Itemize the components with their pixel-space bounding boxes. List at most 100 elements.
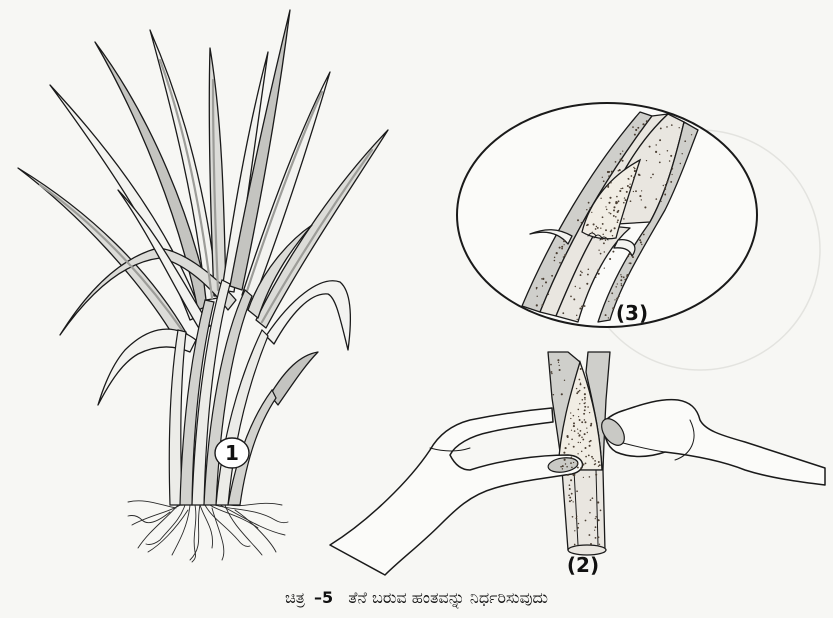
- stipple-dot: [616, 298, 618, 300]
- stipple-dot: [655, 198, 657, 200]
- stipple-dot: [600, 198, 601, 199]
- stipple-dot: [579, 419, 581, 421]
- stipple-dot: [612, 307, 614, 309]
- stipple-dot: [631, 175, 633, 177]
- stipple-dot: [566, 466, 568, 468]
- stipple-dot: [620, 153, 622, 155]
- stipple-dot: [624, 197, 625, 198]
- stipple-dot: [536, 304, 538, 306]
- stipple-dot: [604, 267, 605, 268]
- stipple-dot: [571, 500, 572, 501]
- stipple-dot: [634, 134, 636, 136]
- stipple-dot: [646, 160, 647, 161]
- stipple-dot: [597, 501, 599, 503]
- stipple-dot: [581, 421, 583, 423]
- stipple-dot: [592, 232, 593, 233]
- stipple-dot: [621, 276, 623, 278]
- stipple-dot: [579, 434, 581, 436]
- stipple-dot: [611, 171, 613, 173]
- stipple-dot: [584, 393, 586, 395]
- stipple-dot: [580, 430, 582, 432]
- stipple-dot: [641, 244, 642, 245]
- stipple-dot: [663, 185, 664, 186]
- stipple-dot: [616, 196, 618, 198]
- stipple-dot: [577, 219, 579, 221]
- stipple-dot: [589, 476, 591, 478]
- stipple-dot: [578, 442, 579, 443]
- stipple-dot: [643, 234, 645, 236]
- stipple-dot: [599, 464, 601, 466]
- stipple-dot: [603, 180, 605, 182]
- stipple-dot: [671, 124, 673, 126]
- stipple-dot: [589, 412, 590, 413]
- stipple-dot: [620, 274, 621, 275]
- stipple-dot: [569, 497, 571, 499]
- stipple-dot: [559, 247, 561, 249]
- stipple-dot: [568, 494, 570, 496]
- stipple-dot: [567, 436, 569, 438]
- stipple-dot: [610, 182, 612, 184]
- stipple-dot: [608, 185, 609, 186]
- stipple-dot: [605, 238, 606, 239]
- stipple-dot: [623, 202, 625, 204]
- stipple-dot: [649, 146, 651, 148]
- stipple-dot: [545, 281, 547, 283]
- stipple-dot: [581, 451, 582, 452]
- stipple-dot: [584, 305, 586, 307]
- stipple-dot: [559, 369, 561, 371]
- stipple-dot: [602, 223, 604, 225]
- stipple-dot: [597, 269, 599, 271]
- stipple-dot: [598, 461, 600, 463]
- stipple-dot: [622, 160, 624, 162]
- stipple-dot: [670, 181, 672, 183]
- stipple-dot: [691, 134, 692, 135]
- stipple-dot: [585, 520, 587, 522]
- stipple-dot: [621, 283, 622, 284]
- stipple-dot: [564, 254, 566, 256]
- stipple-dot: [562, 465, 564, 467]
- stipple-dot: [629, 253, 631, 255]
- stipple-dot: [613, 206, 615, 208]
- stipple-dot: [620, 159, 622, 161]
- stipple-dot: [586, 209, 587, 210]
- stipple-dot: [536, 288, 537, 289]
- stipple-dot: [580, 368, 582, 370]
- stipple-dot: [655, 144, 656, 145]
- stipple-dot: [608, 175, 610, 177]
- stipple-dot: [665, 184, 666, 185]
- stipple-dot: [581, 437, 582, 438]
- stipple-dot: [568, 443, 569, 444]
- stipple-dot: [629, 184, 630, 185]
- stipple-dot: [598, 250, 599, 251]
- stipple-dot: [627, 255, 629, 257]
- stipple-dot: [585, 456, 587, 458]
- stipple-dot: [596, 226, 597, 227]
- stipple-dot: [603, 242, 605, 244]
- stipple-dot: [615, 286, 616, 287]
- stipple-dot: [623, 218, 625, 220]
- stipple-dot: [680, 163, 681, 164]
- stipple-dot: [569, 484, 571, 486]
- stipple-dot: [563, 256, 565, 258]
- stipple-dot: [646, 120, 648, 122]
- stipple-dot: [542, 285, 543, 286]
- stipple-dot: [565, 463, 566, 464]
- stipple-dot: [563, 241, 565, 243]
- stipple-dot: [583, 477, 584, 478]
- stipple-dot: [598, 536, 600, 538]
- closeup-inset: (3): [457, 103, 757, 327]
- stipple-dot: [610, 213, 612, 215]
- stipple-dot: [594, 464, 595, 465]
- stipple-dot: [573, 422, 575, 424]
- stipple-dot: [589, 207, 590, 208]
- stipple-dot: [567, 474, 569, 476]
- stipple-dot: [575, 517, 577, 519]
- stipple-dot: [600, 228, 601, 229]
- stipple-dot: [556, 252, 558, 254]
- caption-prefix: ಚಿತ್ರ: [285, 588, 305, 607]
- stipple-dot: [600, 253, 602, 255]
- stipple-dot: [579, 379, 581, 381]
- stipple-dot: [589, 441, 591, 443]
- stipple-dot: [575, 286, 576, 287]
- stipple-dot: [564, 459, 566, 461]
